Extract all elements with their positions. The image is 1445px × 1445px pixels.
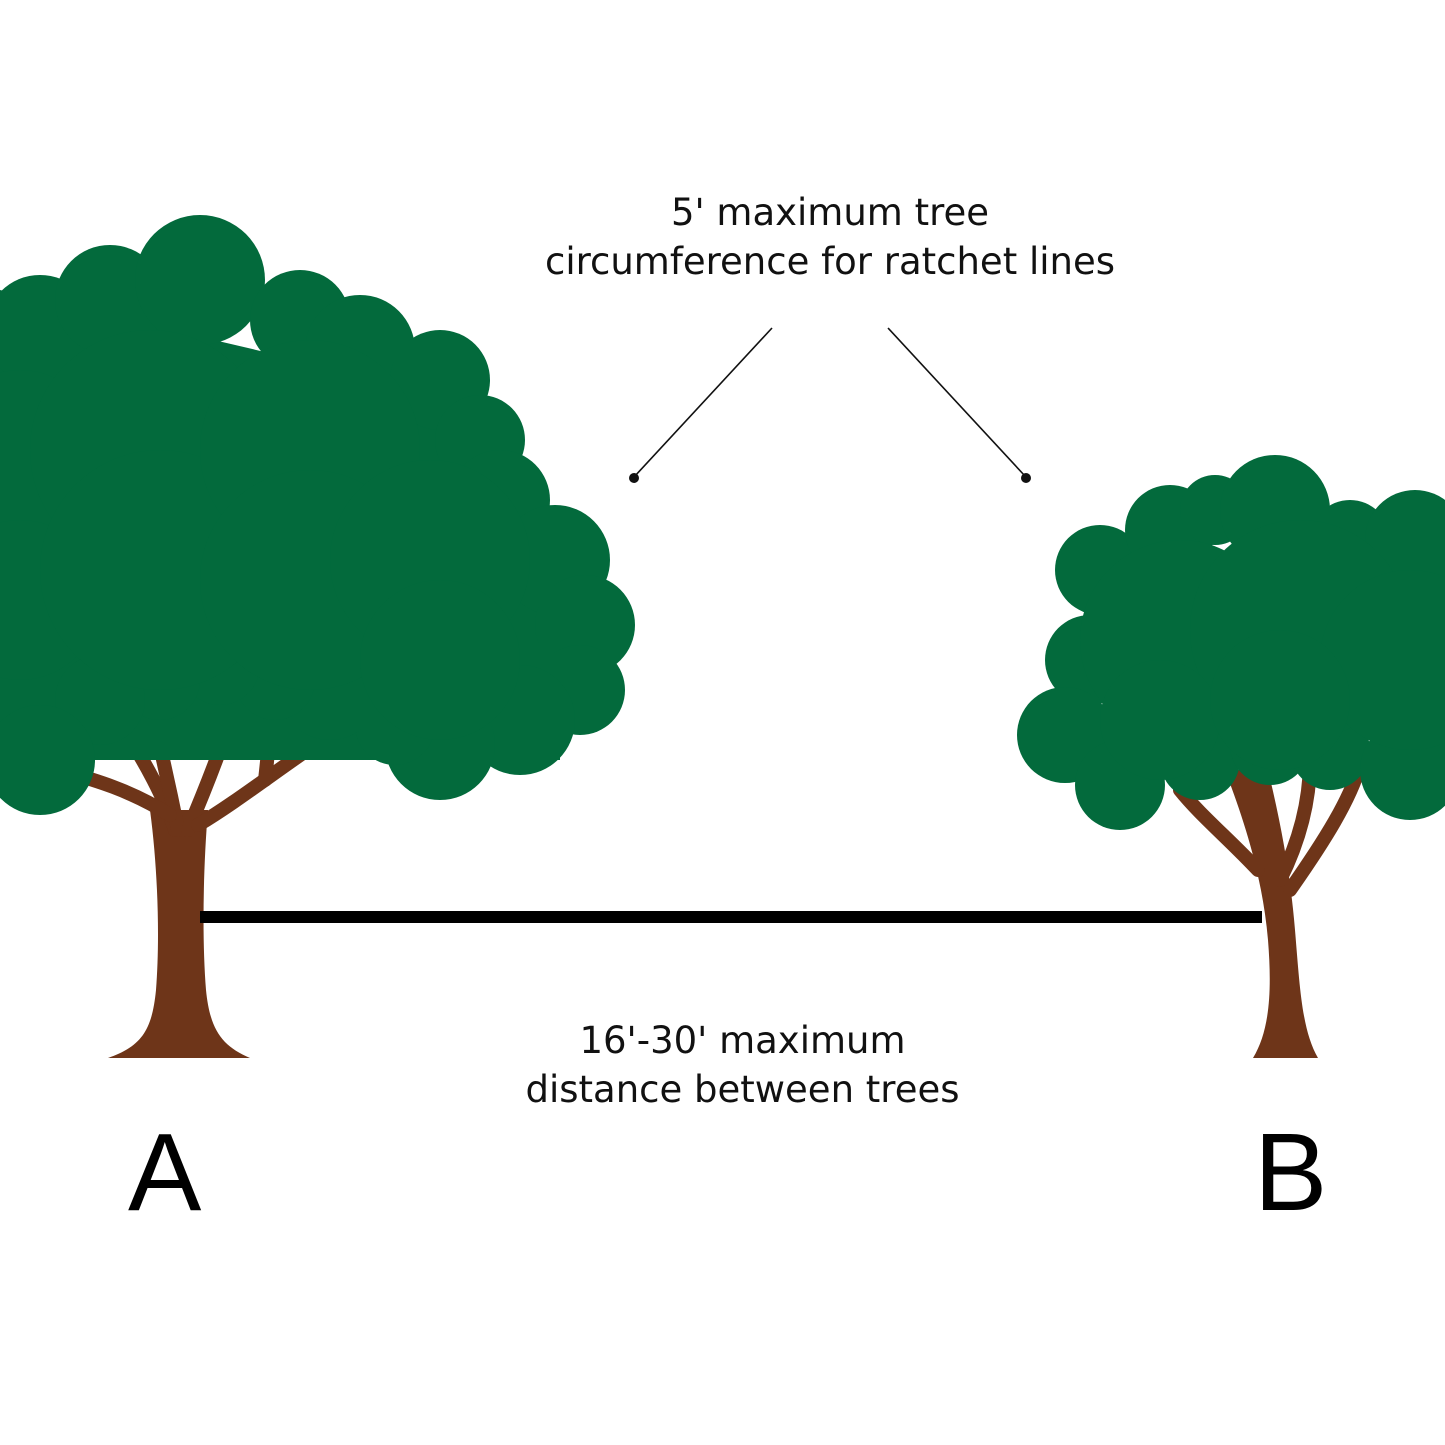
tree-b-canopy <box>1017 455 1445 830</box>
circumference-caption-line1: 5' maximum tree <box>670 191 990 234</box>
tree-b <box>1017 455 1445 1058</box>
tree-b-label: B <box>1254 1111 1328 1234</box>
tree-a-label: A <box>128 1111 202 1234</box>
leader-line-right <box>887 327 1026 477</box>
tree-a <box>0 215 635 1058</box>
circumference-caption-line2: circumference for ratchet lines <box>544 240 1116 283</box>
distance-caption-line2: distance between trees <box>525 1068 960 1111</box>
tree-a-canopy <box>0 215 635 815</box>
circumference-leaders <box>629 327 1031 483</box>
distance-caption-line1: 16'-30' maximum <box>579 1019 906 1062</box>
tree-b-trunk <box>1173 753 1367 1058</box>
distance-caption: 16'-30' maximum distance between trees <box>490 1016 995 1114</box>
leader-line-left <box>633 327 773 478</box>
leader-dot-right <box>1021 473 1031 483</box>
circumference-caption: 5' maximum tree circumference for ratche… <box>520 188 1140 286</box>
leader-dot-left <box>629 473 639 483</box>
